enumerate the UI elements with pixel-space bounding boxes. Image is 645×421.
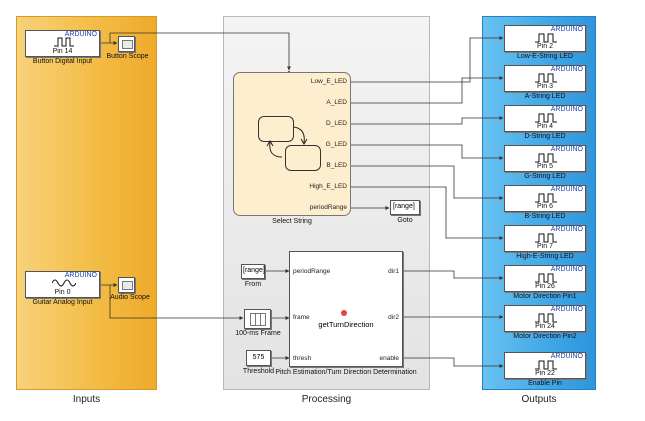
inputs-area: [16, 16, 157, 390]
vendor-label: ARDUINO: [550, 66, 583, 73]
out-port-enable: enable: [379, 355, 399, 362]
inputs-title: Inputs: [72, 394, 101, 405]
out-port-dir1: dir1: [388, 268, 399, 275]
port-a-led: A_LED: [326, 99, 347, 106]
pin-label: Pin 4: [537, 123, 553, 130]
vendor-label: ARDUINO: [550, 226, 583, 233]
select-string-chart[interactable]: Low_E_LED A_LED D_LED G_LED B_LED High_E…: [233, 72, 351, 216]
outputs-title: Outputs: [521, 394, 557, 405]
button-scope-block[interactable]: [118, 36, 135, 52]
output-pin-label: Motor Direction Pin1: [513, 293, 577, 300]
goto-label: Goto: [397, 217, 413, 224]
in-port-frame: frame: [293, 314, 310, 321]
frame-buffer-block[interactable]: [244, 309, 271, 329]
goto-tag: [range]: [393, 203, 415, 210]
pin-label: Pin 7: [537, 243, 553, 250]
threshold-value: 575: [252, 354, 265, 361]
analog-wave-icon: [52, 279, 76, 287]
pin-label: Pin 0: [54, 289, 71, 296]
port-low-e-led: Low_E_LED: [310, 78, 347, 85]
output-pin-block[interactable]: ARDUINO Pin 3: [504, 65, 586, 92]
vendor-label: ARDUINO: [64, 31, 97, 38]
digital-wave-icon: [535, 193, 557, 203]
audio-scope-block[interactable]: [118, 277, 135, 293]
frame-label: 100-ms Frame: [235, 330, 281, 337]
digital-wave-icon: [535, 73, 557, 83]
output-pin-label: Enable Pin: [528, 380, 562, 387]
digital-wave-icon: [535, 360, 557, 370]
digital-wave-icon: [535, 313, 557, 323]
guitar-analog-input-block[interactable]: ARDUINO Pin 0: [25, 271, 100, 298]
pin-label: Pin 14: [52, 48, 73, 55]
state-a: [258, 116, 294, 142]
output-pin-block[interactable]: ARDUINO Pin 4: [504, 105, 586, 132]
from-label: From: [244, 281, 262, 288]
from-tag: [range]: [243, 267, 265, 274]
pin-label: Pin 24: [535, 323, 555, 330]
audio-scope-label: Audio Scope: [110, 294, 150, 301]
output-pin-block[interactable]: ARDUINO Pin 26: [504, 265, 586, 292]
digital-wave-icon: [535, 153, 557, 163]
digital-wave-icon: [54, 37, 74, 47]
port-period-range: periodRange: [309, 204, 347, 211]
output-pin-block[interactable]: ARDUINO Pin 5: [504, 145, 586, 172]
out-port-dir2: dir2: [388, 314, 399, 321]
vendor-label: ARDUINO: [550, 306, 583, 313]
vendor-label: ARDUINO: [550, 26, 583, 33]
pin-label: Pin 3: [537, 83, 553, 90]
vendor-label: ARDUINO: [550, 186, 583, 193]
vendor-label: ARDUINO: [550, 146, 583, 153]
output-pin-block[interactable]: ARDUINO Pin 22: [504, 352, 586, 379]
output-pin-label: Motor Direction Pin2: [513, 333, 577, 340]
output-pin-block[interactable]: ARDUINO Pin 2: [504, 25, 586, 52]
processing-title: Processing: [301, 394, 352, 405]
pin-label: Pin 2: [537, 43, 553, 50]
pin-label: Pin 22: [535, 370, 555, 377]
scope-icon: [122, 40, 133, 49]
select-string-label: Select String: [272, 218, 312, 225]
button-digital-input-label: Button Digital Input: [32, 58, 93, 65]
vendor-label: ARDUINO: [550, 353, 583, 360]
port-high-e-led: High_E_LED: [309, 183, 347, 190]
goto-block[interactable]: [range]: [390, 200, 420, 215]
scope-icon: [122, 281, 133, 290]
button-digital-input-block[interactable]: ARDUINO Pin 14: [25, 30, 100, 57]
guitar-analog-input-label: Guitar Analog Input: [32, 299, 93, 306]
pin-label: Pin 6: [537, 203, 553, 210]
output-pin-block[interactable]: ARDUINO Pin 6: [504, 185, 586, 212]
subsystem-label: Pitch Estimation/Turn Direction Determin…: [275, 369, 417, 376]
port-g-led: G_LED: [325, 141, 347, 148]
in-port-period-range: periodRange: [293, 268, 331, 275]
buffer-icon: [250, 313, 266, 326]
output-pin-label: B-String LED: [524, 213, 566, 220]
output-pin-block[interactable]: ARDUINO Pin 7: [504, 225, 586, 252]
output-pin-label: A-String LED: [524, 93, 566, 100]
digital-wave-icon: [535, 113, 557, 123]
pin-label: Pin 5: [537, 163, 553, 170]
digital-wave-icon: [535, 233, 557, 243]
subsystem-name: getTurnDirection: [318, 320, 374, 329]
digital-wave-icon: [535, 273, 557, 283]
in-port-thresh: thresh: [293, 355, 312, 362]
output-pin-label: High-E-String LED: [516, 253, 574, 260]
vendor-label: ARDUINO: [64, 272, 97, 279]
output-pin-label: D-String LED: [524, 133, 566, 140]
output-pin-label: G-String LED: [524, 173, 566, 180]
digital-wave-icon: [535, 33, 557, 43]
port-d-led: D_LED: [326, 120, 347, 127]
output-pin-label: Low-E-String LED: [516, 53, 574, 60]
pin-label: Pin 26: [535, 283, 555, 290]
output-pin-block[interactable]: ARDUINO Pin 24: [504, 305, 586, 332]
from-block[interactable]: [range]: [241, 264, 265, 279]
threshold-constant-block[interactable]: 575: [246, 350, 271, 366]
button-scope-label: Button Scope: [106, 53, 149, 60]
vendor-label: ARDUINO: [550, 106, 583, 113]
get-turn-direction-subsystem[interactable]: periodRange frame thresh dir1 dir2 enabl…: [289, 251, 403, 367]
threshold-label: Threshold: [242, 368, 275, 375]
state-b: [285, 145, 321, 171]
transition-arrows-icon: [266, 126, 308, 158]
port-b-led: B_LED: [326, 162, 347, 169]
vendor-label: ARDUINO: [550, 266, 583, 273]
function-icon: [341, 310, 347, 316]
